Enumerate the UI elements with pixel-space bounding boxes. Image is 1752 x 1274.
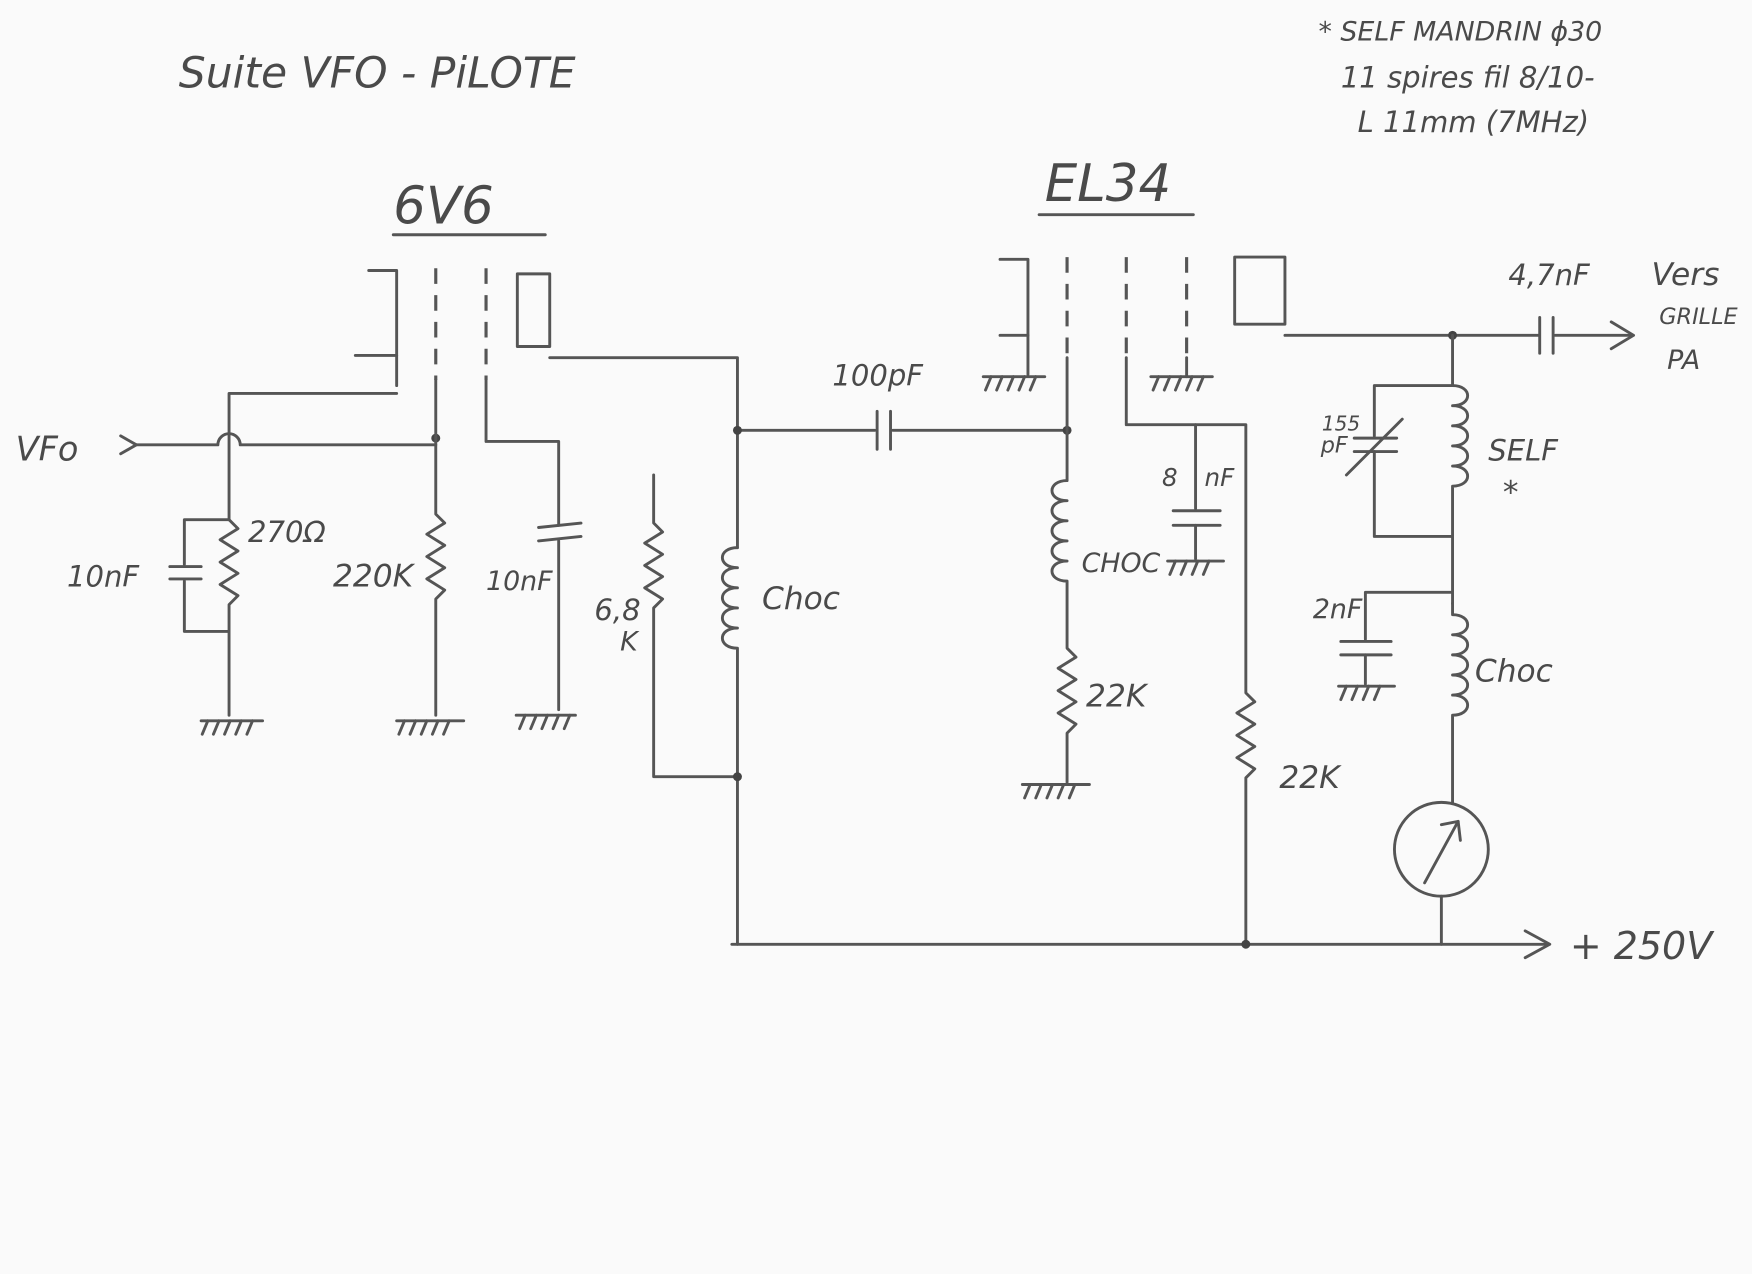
resistor-22k-screen bbox=[1194, 423, 1257, 946]
vfo-input-label: VFo bbox=[16, 429, 79, 468]
label-10nf-1: 10nF bbox=[67, 560, 140, 594]
title: Suite VFO - PiLOTE bbox=[179, 49, 576, 98]
output-arrow-icon bbox=[1609, 320, 1636, 351]
resistor-220k bbox=[425, 378, 447, 717]
note-line-1: * SELF MANDRIN ϕ30 bbox=[1318, 16, 1602, 47]
choke-3 bbox=[1451, 602, 1470, 804]
ground-icon bbox=[514, 713, 577, 731]
resistor-6k8 bbox=[643, 473, 739, 779]
label-6k8: 6,8 bbox=[594, 593, 640, 627]
label-22k-1: 22K bbox=[1086, 678, 1149, 714]
label-2nf: 2nF bbox=[1313, 594, 1363, 625]
ground-icon bbox=[981, 375, 1047, 392]
label-155-pf: pF bbox=[1320, 433, 1349, 459]
label-10nf-2: 10nF bbox=[486, 566, 553, 597]
label-270: 270Ω bbox=[248, 515, 326, 549]
variable-cap-arrow bbox=[1344, 417, 1404, 477]
label-choc-2: CHOC bbox=[1082, 548, 1161, 579]
label-4-7nf: 4,7nF bbox=[1508, 258, 1591, 292]
choke-and-resistor-grid bbox=[1050, 356, 1078, 784]
resistor-270 bbox=[218, 518, 240, 717]
supply-arrow-icon bbox=[1523, 929, 1552, 960]
self-coil bbox=[1451, 333, 1470, 605]
output-label-1: Vers bbox=[1651, 257, 1719, 293]
label-choc-1: Choc bbox=[762, 581, 840, 617]
label-100pf: 100pF bbox=[832, 359, 924, 393]
input-arrow-icon bbox=[119, 434, 138, 456]
tube-el34 bbox=[998, 255, 1287, 376]
tube-label-el34: EL34 bbox=[1045, 154, 1171, 214]
label-8nf: 8 bbox=[1162, 463, 1178, 492]
ground-icon bbox=[1149, 375, 1214, 392]
label-choc-3: Choc bbox=[1475, 654, 1553, 690]
note-line-2: 11 spires fil 8/10- bbox=[1341, 60, 1595, 94]
ground-icon bbox=[1337, 684, 1396, 702]
ground-icon bbox=[1020, 783, 1091, 800]
choke-1 bbox=[720, 546, 739, 946]
label-6k8-unit: K bbox=[620, 626, 640, 657]
label-self-star: * bbox=[1503, 475, 1519, 511]
note-line-3: L 11mm (7MHz) bbox=[1358, 105, 1590, 139]
label-self: SELF bbox=[1488, 433, 1559, 467]
wire-input bbox=[134, 432, 438, 447]
supply-label: + 250V bbox=[1570, 924, 1715, 968]
label-22k-2: 22K bbox=[1279, 760, 1342, 796]
output-label-3: PA bbox=[1667, 345, 1700, 376]
ground-icon bbox=[395, 719, 466, 736]
output-label-2: GRILLE bbox=[1659, 304, 1738, 330]
label-220k: 220K bbox=[333, 559, 416, 595]
tube-label-6v6: 6V6 bbox=[393, 177, 494, 237]
ground-icon bbox=[1166, 559, 1225, 576]
label-155: 155 bbox=[1322, 411, 1360, 435]
label-8nf-unit: nF bbox=[1205, 463, 1236, 492]
ground-icon bbox=[199, 719, 265, 736]
tube-6v6 bbox=[353, 268, 552, 388]
